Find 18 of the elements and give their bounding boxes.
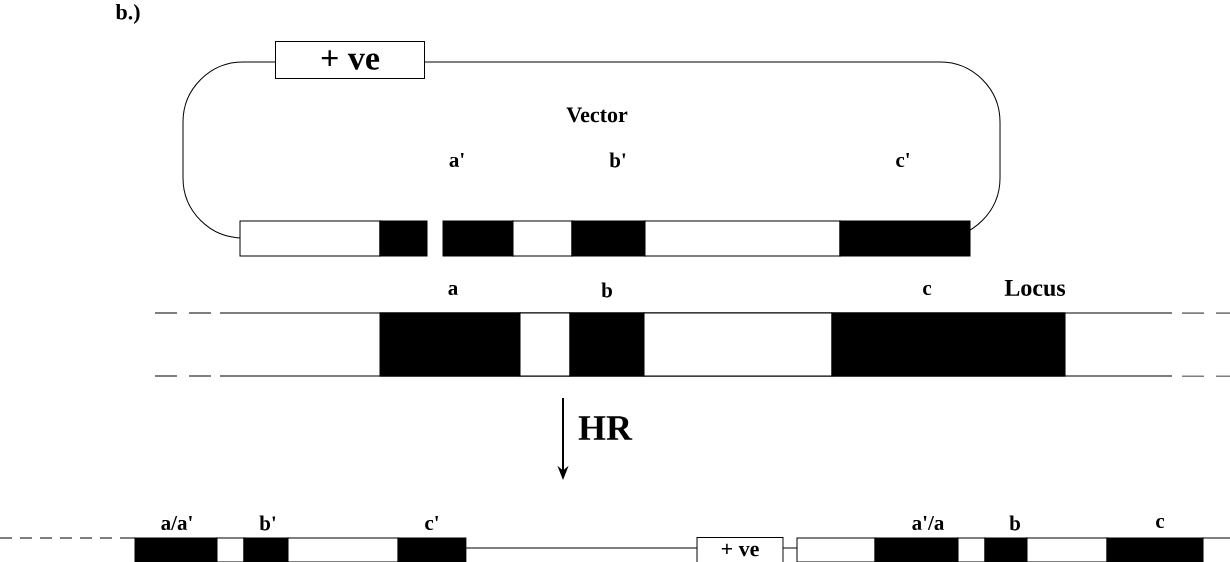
- segment-label: a': [449, 153, 464, 167]
- construct-label: Vector: [566, 107, 628, 123]
- segment-label: c': [896, 153, 909, 167]
- marker-box: + ve: [275, 41, 425, 79]
- marker-box: + ve: [696, 537, 784, 562]
- segment-label: a'/a: [912, 516, 945, 530]
- segment-label: b: [601, 282, 612, 298]
- segment-label: a: [448, 284, 458, 295]
- segment-label: c': [425, 516, 438, 530]
- segment-label: c: [923, 284, 932, 296]
- segment-label: c: [1156, 517, 1165, 529]
- step-label: HR: [578, 416, 633, 440]
- segment-label: b': [609, 152, 626, 168]
- segment-label: a/a': [161, 516, 192, 530]
- construct-label: Locus: [1004, 280, 1066, 296]
- panel-label: b.): [115, 4, 140, 24]
- segment-label: b: [1009, 515, 1020, 531]
- segment-label: b': [259, 515, 276, 531]
